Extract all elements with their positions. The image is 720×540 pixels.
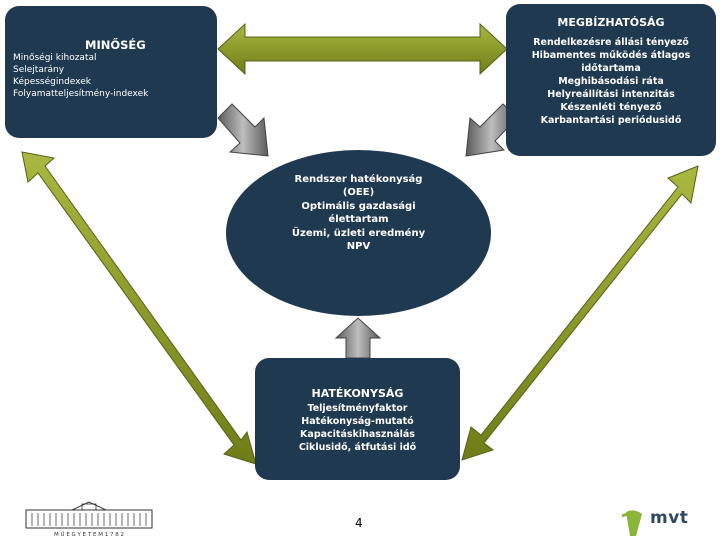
efficiency-item: Ciklusidő, átfutási idő	[298, 442, 417, 453]
university-building-logo: M Ű E G Y E T E M 1 7 8 2	[22, 500, 156, 538]
system-efficiency-ellipse: Rendszer hatékonyság (OEE) Optimális gaz…	[226, 150, 491, 316]
quality-title: MINŐSÉG	[85, 38, 146, 52]
double-arrow-right	[461, 165, 699, 461]
reliability-item: Hibamentes működés átlagos	[531, 50, 691, 61]
center-items: Rendszer hatékonyság (OEE) Optimális gaz…	[226, 173, 491, 253]
quality-items: Minőségi kihozatal Selejtarány Képességi…	[13, 52, 148, 100]
quality-box: MINŐSÉG Minőségi kihozatal Selejtarány K…	[5, 6, 217, 138]
efficiency-items: Teljesítményfaktor Hatékonyság-mutató Ka…	[255, 402, 460, 454]
center-item: Optimális gazdasági	[301, 200, 416, 212]
mvt-logo	[621, 510, 642, 536]
reliability-item: Készenléti tényező	[560, 102, 662, 113]
reliability-items: Rendelkezésre állási tényező Hibamentes …	[506, 36, 716, 127]
center-item: NPV	[346, 241, 371, 253]
quality-item: Képességindexek	[13, 77, 91, 87]
efficiency-title: HATÉKONYSÁG	[311, 387, 404, 400]
efficiency-box: HATÉKONYSÁG Teljesítményfaktor Hatékonys…	[255, 358, 460, 480]
double-arrow-top	[217, 22, 508, 76]
page-number: 4	[355, 516, 363, 530]
efficiency-item: Kapacitáskihasználás	[300, 429, 415, 440]
center-item: Üzemi, üzleti eredmény	[291, 227, 426, 239]
reliability-box: MEGBÍZHATÓSÁG Rendelkezésre állási ténye…	[506, 4, 716, 156]
reliability-item: időtartama	[581, 63, 641, 74]
quality-item: Minőségi kihozatal	[13, 53, 97, 63]
reliability-item: Helyreállítási intenzitás	[547, 89, 675, 100]
reliability-item: Karbantartási periódusidő	[540, 115, 682, 126]
reliability-title: MEGBÍZHATÓSÁG	[557, 16, 665, 29]
brand-name: mvt	[650, 508, 689, 528]
efficiency-item: Hatékonyság-mutató	[301, 416, 414, 427]
center-item: Rendszer hatékonyság	[294, 174, 423, 185]
university-logo-text: M Ű E G Y E T E M 1 7 8 2	[54, 531, 124, 538]
center-item: (OEE)	[342, 187, 375, 199]
center-item: élettartam	[328, 214, 389, 226]
arrow-efficiency-to-center	[334, 317, 382, 359]
reliability-item: Meghibásodási ráta	[558, 76, 664, 87]
double-arrow-left	[21, 151, 257, 465]
quality-item: Selejtarány	[13, 65, 65, 75]
reliability-item: Rendelkezésre állási tényező	[533, 37, 689, 48]
efficiency-item: Teljesítményfaktor	[307, 403, 408, 414]
quality-item: Folyamatteljesítmény-indexek	[13, 89, 149, 99]
arrow-quality-to-center	[217, 103, 269, 157]
